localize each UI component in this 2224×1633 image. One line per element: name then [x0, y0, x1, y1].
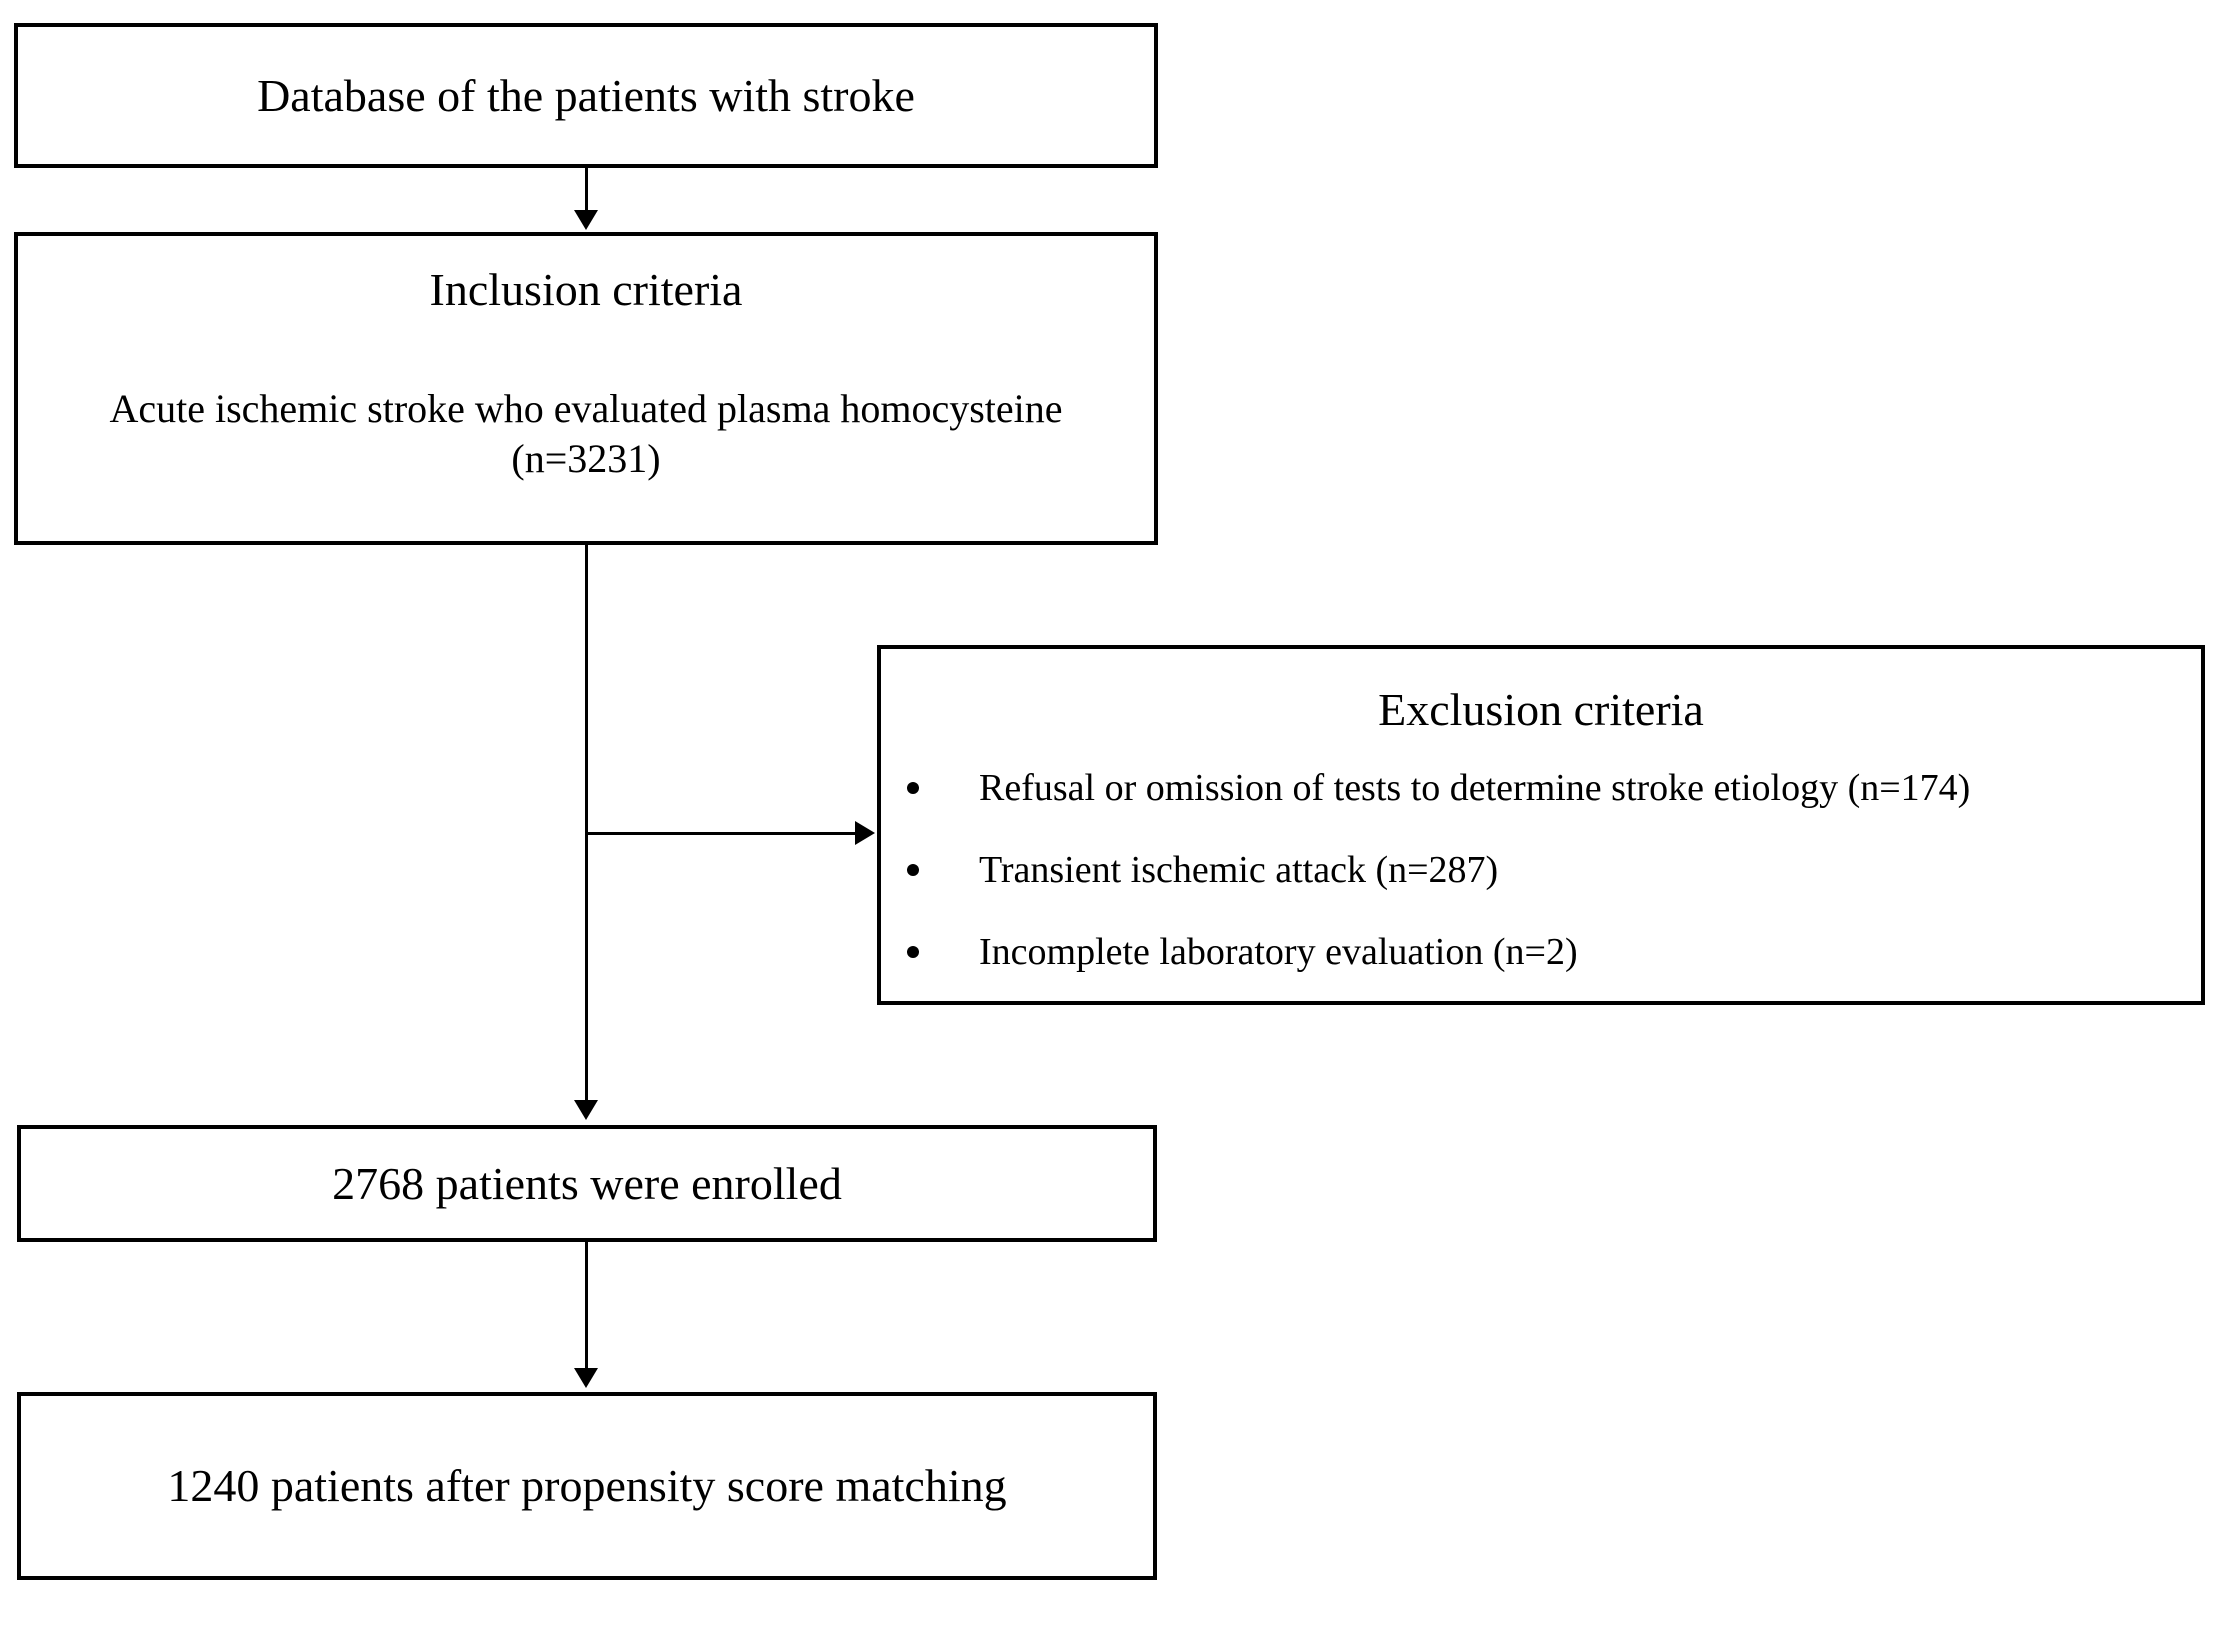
exclusion-item: Incomplete laboratory evaluation (n=2)	[881, 927, 2177, 977]
bullet-icon	[907, 946, 919, 958]
exclusion-item: Transient ischemic attack (n=287)	[881, 845, 2177, 895]
inclusion-body-line1: Acute ischemic stroke who evaluated plas…	[109, 386, 1063, 431]
arrow-line	[585, 1242, 588, 1368]
arrow-line	[585, 545, 588, 1102]
inclusion-title: Inclusion criteria	[429, 264, 743, 315]
arrow-line	[585, 168, 588, 212]
arrowhead-right-icon	[855, 821, 875, 845]
box-exclusion: Exclusion criteria Refusal or omission o…	[877, 645, 2205, 1005]
exclusion-item: Refusal or omission of tests to determin…	[881, 763, 2177, 813]
box-database-label: Database of the patients with stroke	[257, 69, 915, 121]
box-enrolled: 2768 patients were enrolled	[17, 1125, 1157, 1242]
bullet-icon	[907, 782, 919, 794]
exclusion-item-text: Incomplete laboratory evaluation (n=2)	[979, 931, 1578, 973]
box-inclusion: Inclusion criteria Acute ischemic stroke…	[14, 232, 1158, 545]
bullet-icon	[907, 864, 919, 876]
inclusion-body: Acute ischemic stroke who evaluated plas…	[18, 384, 1154, 484]
arrowhead-down-icon	[574, 1100, 598, 1120]
exclusion-title: Exclusion criteria	[1378, 684, 1704, 735]
arrowhead-down-icon	[574, 1368, 598, 1388]
exclusion-item-text: Refusal or omission of tests to determin…	[979, 767, 1971, 809]
box-enrolled-label: 2768 patients were enrolled	[332, 1157, 842, 1209]
box-matched-label: 1240 patients after propensity score mat…	[167, 1460, 1007, 1512]
box-database: Database of the patients with stroke	[14, 23, 1158, 168]
box-matched: 1240 patients after propensity score mat…	[17, 1392, 1157, 1580]
exclusion-item-text: Transient ischemic attack (n=287)	[979, 849, 1499, 891]
arrowhead-down-icon	[574, 210, 598, 230]
exclusion-list: Refusal or omission of tests to determin…	[881, 763, 2201, 977]
arrow-line	[587, 832, 855, 835]
inclusion-count: (n=3231)	[511, 436, 661, 481]
